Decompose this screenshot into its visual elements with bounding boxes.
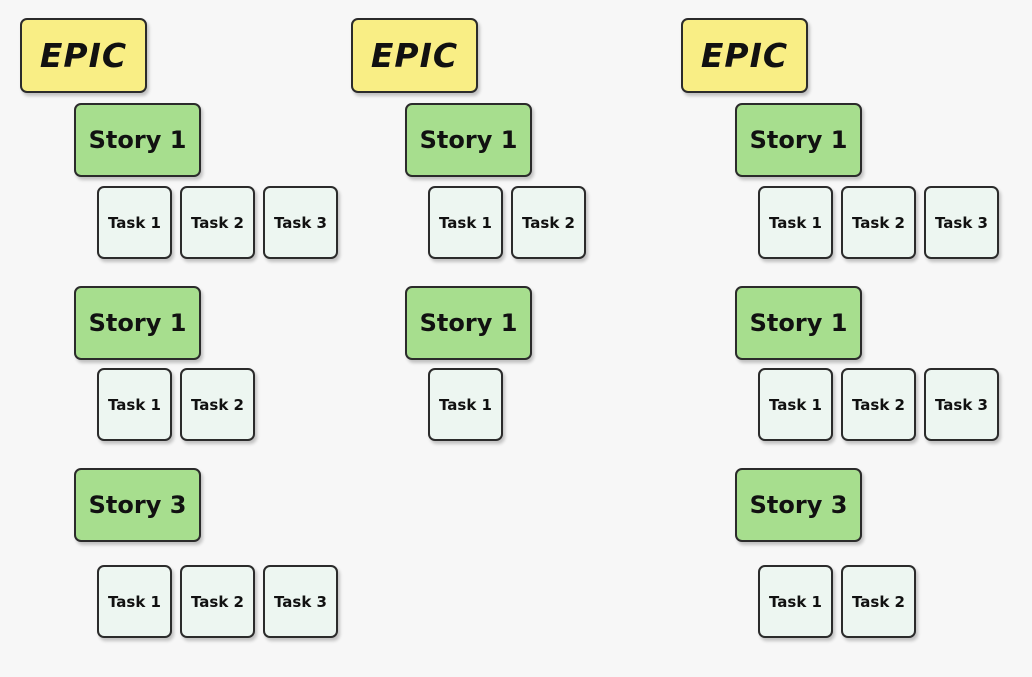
task-card: Task 2 (511, 186, 586, 259)
story-card: Story 1 (735, 286, 862, 360)
task-card: Task 2 (180, 186, 255, 259)
task-card: Task 2 (180, 565, 255, 638)
task-card: Task 1 (97, 186, 172, 259)
story-card: Story 3 (735, 468, 862, 542)
task-card: Task 1 (97, 368, 172, 441)
task-card: Task 1 (758, 368, 833, 441)
task-card: Task 2 (841, 368, 916, 441)
task-card: Task 3 (263, 186, 338, 259)
story-card: Story 1 (405, 103, 532, 177)
epic-card: EPIC (20, 18, 147, 93)
task-card: Task 1 (428, 368, 503, 441)
task-card: Task 3 (924, 186, 999, 259)
story-card: Story 1 (74, 103, 201, 177)
task-card: Task 1 (758, 565, 833, 638)
task-card: Task 3 (263, 565, 338, 638)
task-card: Task 2 (841, 186, 916, 259)
story-card: Story 3 (74, 468, 201, 542)
epic-card: EPIC (351, 18, 478, 93)
task-card: Task 3 (924, 368, 999, 441)
task-card: Task 1 (428, 186, 503, 259)
task-card: Task 2 (841, 565, 916, 638)
story-card: Story 1 (735, 103, 862, 177)
story-card: Story 1 (405, 286, 532, 360)
task-card: Task 1 (97, 565, 172, 638)
epic-card: EPIC (681, 18, 808, 93)
story-card: Story 1 (74, 286, 201, 360)
task-card: Task 2 (180, 368, 255, 441)
task-card: Task 1 (758, 186, 833, 259)
